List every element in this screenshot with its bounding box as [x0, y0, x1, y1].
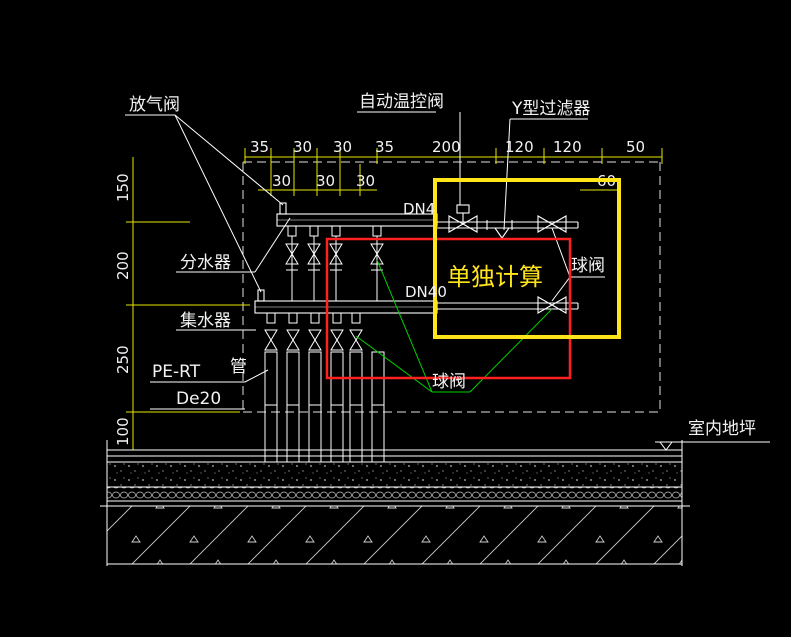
dim-left-4: 100 [114, 417, 132, 446]
dim-top-7: 120 [553, 138, 582, 156]
label-ball-valve-right: 球阀 [571, 256, 605, 276]
top-dimension-chain: 35 30 30 35 200 120 120 50 30 30 30 60 [244, 138, 663, 196]
dim-top-1: 35 [250, 138, 269, 156]
label-pipe-type: PE-RT [152, 362, 201, 382]
air-vent-upper [279, 202, 287, 215]
collector-branch-valves [264, 312, 363, 351]
label-pipe-size: De20 [176, 389, 221, 409]
dim-top-3: 30 [333, 138, 352, 156]
label-air-vent: 放气阀 [129, 95, 180, 115]
red-highlight-box [325, 237, 572, 380]
label-indoor-floor: 室内地坪 [688, 419, 756, 439]
dim-top-5: 200 [432, 138, 461, 156]
temp-control-valve [448, 204, 478, 233]
floor-construction [100, 440, 770, 566]
dim-left-3: 250 [114, 345, 132, 374]
dim-left-1: 150 [114, 173, 132, 202]
yellow-highlight-box [433, 178, 621, 339]
highlight-note: 单独计算 [447, 263, 543, 291]
label-dn-lower: DN40 [405, 283, 447, 301]
ball-valve-upper [537, 215, 567, 233]
floor-level-marker-icon [659, 441, 673, 451]
dim-second-2: 30 [316, 172, 335, 190]
label-collector: 集水器 [180, 311, 231, 331]
label-distributor: 分水器 [180, 253, 231, 273]
distributor-branch-valves [285, 225, 384, 301]
label-dn-upper: DN4 [403, 200, 435, 218]
air-vent-lower [257, 289, 265, 302]
label-y-filter: Y型过滤器 [511, 99, 590, 119]
ball-valve-lower [537, 296, 567, 314]
label-pipe-word: 管 [230, 357, 247, 377]
dim-top-2: 30 [293, 138, 312, 156]
left-dimension-chain: 150 200 250 100 [114, 157, 250, 451]
dim-top-4: 35 [375, 138, 394, 156]
y-filter [486, 220, 513, 239]
dim-top-8: 50 [626, 138, 645, 156]
leader-lines [125, 111, 605, 410]
dim-second-3: 30 [356, 172, 375, 190]
dim-top-6: 120 [505, 138, 534, 156]
label-auto-temp-valve: 自动温控阀 [359, 92, 444, 112]
dim-second-1: 30 [272, 172, 291, 190]
label-ball-valve-bottom: 球阀 [432, 372, 466, 392]
dim-left-2: 200 [114, 251, 132, 280]
